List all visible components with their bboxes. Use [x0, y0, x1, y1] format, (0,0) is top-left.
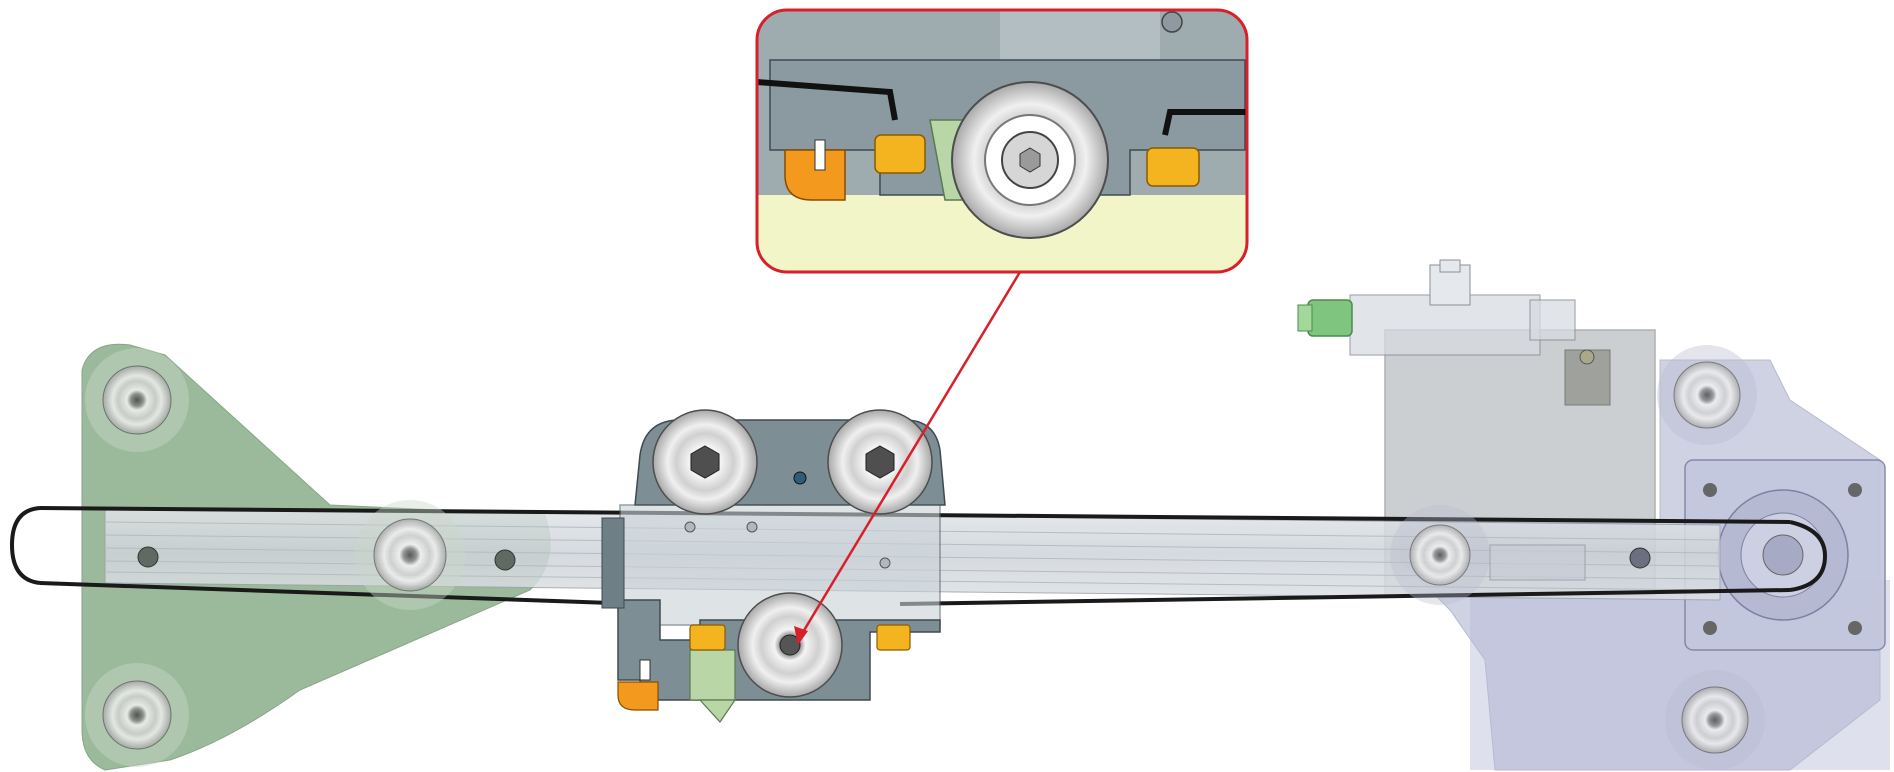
v-wheel-icon	[652, 409, 758, 515]
idler-pulley-icon	[1390, 505, 1490, 605]
idler-pulley-icon	[355, 500, 465, 610]
idler-pulley-icon	[1657, 345, 1757, 445]
idler-pulleys	[85, 345, 1765, 770]
detail-callout	[755, 8, 1249, 274]
v-wheel-icon	[737, 592, 843, 698]
idler-pulley-icon	[1665, 670, 1765, 770]
v-wheel-icon	[827, 409, 933, 515]
idler-pulley-icon	[85, 663, 189, 767]
callout-pointer	[794, 271, 1022, 645]
idler-pulley-icon	[85, 348, 189, 452]
carriage-wheels	[652, 409, 933, 698]
